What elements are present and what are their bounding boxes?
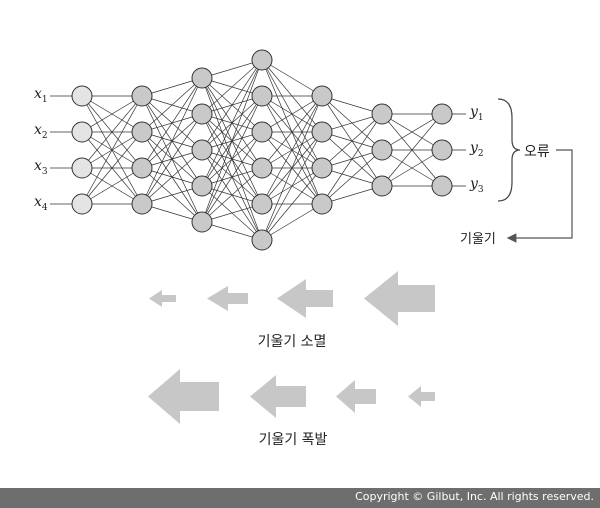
neuron-layer4-0 [311,85,333,107]
connection-2-4-0 [201,59,263,223]
neuron-layer1-2 [131,157,153,179]
neuron-layer0-1 [71,121,93,143]
connection-2-1-0 [201,59,263,115]
connection-3-0-0 [261,59,323,97]
io-labels: x1 x2 x3 x4 y1 y2 y3 [34,86,484,213]
exploding-arrow-2 [336,380,376,413]
neuron-layer3-2 [251,121,273,143]
connection-0-1-0 [81,95,143,133]
connection-0-2-0 [81,95,143,169]
network-neurons [71,49,453,251]
output-label-0: y1 [469,104,484,123]
neuron-layer6-2 [431,175,453,197]
neuron-layer3-1 [251,85,273,107]
neuron-layer4-2 [311,157,333,179]
output-label-2: y3 [469,176,484,195]
neuron-layer3-4 [251,193,273,215]
neuron-layer6-0 [431,103,453,125]
output-label-1: y2 [469,140,484,159]
connection-1-3-0 [141,77,203,205]
exploding-label: 기울기 폭발 [259,432,328,448]
connection-1-3-2 [141,149,203,205]
connection-3-3-0 [261,95,323,169]
exploding-arrow-3 [250,375,306,418]
connection-0-3-2 [81,167,143,205]
connection-2-4-3 [201,167,263,223]
neural-network-diagram: x1 x2 x3 x4 y1 y2 y3 오류 기울기 기울기 소멸 기울기 폭발 [34,49,573,448]
connection-5-1-0 [381,113,443,151]
neuron-layer6-1 [431,139,453,161]
copyright-text: Copyright © Gilbut, Inc. All rights rese… [355,490,594,503]
neuron-layer1-3 [131,193,153,215]
connection-4-3-1 [321,149,383,205]
input-label-2: x3 [34,158,48,177]
connection-3-5-3 [261,203,323,241]
neuron-layer3-5 [251,229,273,251]
neuron-layer0-3 [71,193,93,215]
connection-2-4-2 [201,131,263,223]
input-label-0: x1 [34,86,48,105]
connection-1-3-1 [141,113,203,205]
vanishing-arrow-3 [207,286,248,311]
connection-4-3-0 [321,113,383,205]
copyright-bar: Copyright © Gilbut, Inc. All rights rese… [0,488,600,508]
input-label-1: x2 [34,122,48,141]
connection-3-2-0 [261,95,323,133]
connection-2-4-1 [201,95,263,223]
backprop-arrow [506,149,573,243]
neuron-layer3-3 [251,157,273,179]
exploding-arrow-4 [148,369,219,424]
neuron-layer5-1 [371,139,393,161]
neuron-layer2-1 [191,103,213,125]
neuron-layer2-0 [191,67,213,89]
neuron-layer4-3 [311,193,333,215]
connection-3-4-0 [261,95,323,205]
neuron-layer5-2 [371,175,393,197]
neuron-layer1-1 [131,121,153,143]
neuron-layer5-0 [371,103,393,125]
connection-3-5-2 [261,167,323,241]
connection-5-2-1 [381,149,443,187]
vanishing-arrow-2 [277,279,333,318]
vanishing-gradient-arrows [149,271,435,326]
output-brace [497,98,521,202]
connection-5-2-0 [381,113,443,187]
connection-2-2-0 [201,59,263,151]
neuron-layer2-3 [191,175,213,197]
connection-1-2-0 [141,77,203,169]
exploding-gradient-arrows [148,369,435,424]
exploding-arrow-1 [408,386,435,407]
connection-2-3-0 [201,59,263,187]
error-label: 오류 [524,144,550,160]
connection-3-5-1 [261,131,323,241]
vanishing-label: 기울기 소멸 [258,334,327,350]
neuron-layer2-2 [191,139,213,161]
neuron-layer1-0 [131,85,153,107]
neuron-layer4-1 [311,121,333,143]
neuron-layer0-2 [71,157,93,179]
neuron-layer2-4 [191,211,213,233]
vanishing-arrow-4 [149,290,176,307]
connection-4-2-0 [321,113,383,169]
vanishing-arrow-1 [364,271,435,326]
neuron-layer0-0 [71,85,93,107]
connection-0-3-0 [81,95,143,205]
gradient-label: 기울기 [460,232,496,247]
neuron-layer3-0 [251,49,273,71]
input-label-3: x4 [34,194,48,213]
connection-1-1-0 [141,77,203,133]
connection-0-3-1 [81,131,143,205]
connection-3-5-0 [261,95,323,241]
